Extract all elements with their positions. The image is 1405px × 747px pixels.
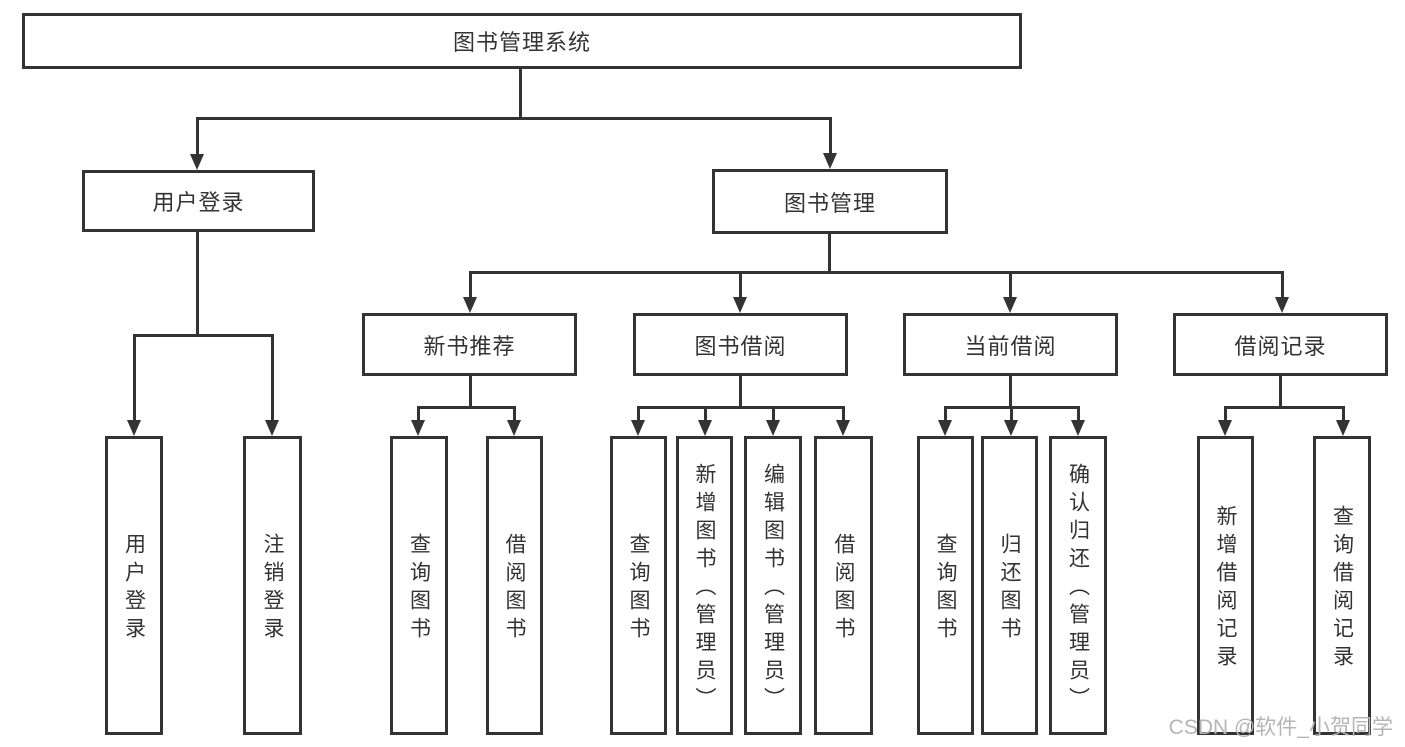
- connector-line: [637, 406, 844, 409]
- arrow-down-icon: [938, 420, 952, 436]
- arrow-down-icon: [190, 154, 204, 170]
- node-label: 新增图书（管理员）: [693, 462, 716, 715]
- connector-line: [704, 406, 707, 421]
- connector-line: [637, 406, 640, 421]
- connector-line: [133, 334, 274, 337]
- connector-line: [1224, 406, 1344, 409]
- leaf-add-borrow-record: 新增借阅记录: [1197, 436, 1254, 735]
- arrow-down-icon: [1218, 420, 1232, 436]
- connector-line: [944, 406, 947, 421]
- arrow-down-icon: [265, 420, 279, 436]
- node-label: 归还图书: [998, 532, 1021, 645]
- node-label: 借阅记录: [1234, 333, 1327, 359]
- connector-line: [417, 406, 516, 409]
- connector-line: [196, 117, 199, 155]
- connector-line: [739, 376, 742, 409]
- connector-line: [271, 334, 274, 421]
- connector-line: [196, 232, 199, 336]
- arrow-down-icon: [463, 297, 477, 313]
- connector-line: [1077, 406, 1080, 421]
- connector-line: [829, 117, 832, 154]
- connector-line: [1224, 406, 1227, 421]
- leaf-query-books-recommend: 查询图书: [390, 436, 448, 735]
- leaf-query-borrow-record: 查询借阅记录: [1313, 436, 1371, 735]
- arrow-down-icon: [127, 420, 141, 436]
- arrow-down-icon: [836, 420, 850, 436]
- connector-line: [1281, 271, 1284, 298]
- connector-line: [513, 406, 516, 421]
- csdn-watermark: CSDN @软件_小贺同学: [1168, 716, 1393, 739]
- node-current-borrowing: 当前借阅: [903, 313, 1118, 376]
- arrow-down-icon: [823, 153, 837, 169]
- leaf-user-login: 用户登录: [105, 436, 163, 735]
- arrow-down-icon: [507, 420, 521, 436]
- node-label: 新增借阅记录: [1214, 504, 1237, 673]
- connector-line: [133, 334, 136, 421]
- node-label: 借阅图书: [503, 532, 526, 645]
- node-label: 用户登录: [152, 190, 245, 215]
- node-label: 图书借阅: [694, 333, 787, 359]
- leaf-borrow-books-recommend: 借阅图书: [486, 436, 543, 735]
- node-new-book-recommendation: 新书推荐: [362, 313, 577, 376]
- connector-line: [828, 234, 831, 274]
- node-user-login: 用户登录: [82, 170, 315, 232]
- connector-line: [519, 69, 522, 118]
- node-label: 当前借阅: [964, 333, 1057, 359]
- leaf-query-books-borrow: 查询图书: [610, 436, 667, 735]
- node-label: 编辑图书（管理员）: [761, 462, 785, 715]
- arrow-down-icon: [631, 420, 645, 436]
- connector-line: [1342, 406, 1345, 421]
- node-label: 新书推荐: [423, 333, 516, 359]
- connector-line: [1279, 376, 1282, 409]
- node-label: 确认归还（管理员）: [1066, 462, 1090, 715]
- node-label: 注销登录: [261, 532, 284, 645]
- leaf-confirm-return-admin: 确认归还（管理员）: [1049, 436, 1107, 735]
- arrow-down-icon: [698, 420, 712, 436]
- connector-line: [842, 406, 845, 421]
- connector-line: [469, 376, 472, 409]
- connector-line: [739, 271, 742, 298]
- node-label: 用户登录: [122, 532, 146, 645]
- connector-line: [1009, 271, 1012, 298]
- node-label: 借阅图书: [832, 532, 855, 645]
- leaf-borrow-books: 借阅图书: [814, 436, 873, 735]
- arrow-down-icon: [766, 420, 780, 436]
- connector-line: [469, 271, 1284, 274]
- node-label: 查询图书: [627, 532, 650, 645]
- node-borrowing-records: 借阅记录: [1173, 313, 1388, 376]
- leaf-logout-login: 注销登录: [243, 436, 302, 735]
- node-label: 图书管理系统: [452, 30, 591, 55]
- node-label: 查询图书: [934, 532, 957, 645]
- node-label: 图书管理: [783, 190, 876, 216]
- arrow-down-icon: [1003, 297, 1017, 313]
- connector-line: [196, 117, 832, 120]
- arrow-down-icon: [1071, 420, 1085, 436]
- arrow-down-icon: [1336, 420, 1350, 436]
- node-library-management-system: 图书管理系统: [22, 13, 1022, 69]
- node-book-borrowing: 图书借阅: [633, 313, 848, 376]
- connector-line: [417, 406, 420, 421]
- leaf-add-books-admin: 新增图书（管理员）: [676, 436, 733, 735]
- arrow-down-icon: [733, 297, 747, 313]
- leaf-query-books-current: 查询图书: [917, 436, 974, 735]
- connector-line: [469, 271, 472, 298]
- connector-line: [1009, 376, 1012, 409]
- connector-line: [1010, 406, 1013, 421]
- connector-line: [772, 406, 775, 421]
- arrow-down-icon: [411, 420, 425, 436]
- node-label: 查询图书: [407, 532, 431, 645]
- node-book-management: 图书管理: [712, 169, 948, 234]
- leaf-edit-books-admin: 编辑图书（管理员）: [744, 436, 802, 735]
- leaf-return-books: 归还图书: [981, 436, 1038, 735]
- arrow-down-icon: [1004, 420, 1018, 436]
- node-label: 查询借阅记录: [1330, 504, 1354, 673]
- arrow-down-icon: [1275, 297, 1289, 313]
